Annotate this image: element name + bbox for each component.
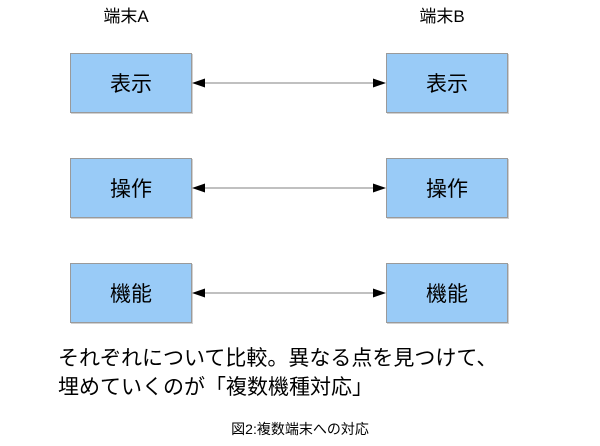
box-terminal-b-display: 表示	[386, 53, 508, 113]
figure-caption: 図2:複数端末への対応	[231, 421, 369, 437]
box-label: 機能	[426, 283, 468, 306]
box-label: 操作	[110, 178, 152, 201]
bidirectional-arrow-icon	[192, 183, 386, 193]
box-terminal-a-function: 機能	[70, 263, 192, 323]
box-label: 機能	[110, 283, 152, 306]
box-terminal-a-display: 表示	[70, 53, 192, 113]
bidirectional-arrow-icon	[192, 288, 386, 298]
column-header-terminal-b: 端末B	[419, 7, 465, 26]
description-line-2: 埋めていくのが「複数機種対応」	[58, 376, 373, 399]
column-header-terminal-a: 端末A	[103, 7, 149, 26]
box-label: 表示	[426, 73, 468, 96]
description-line-1: それぞれについて比較。異なる点を見つけて、	[58, 347, 498, 370]
bidirectional-arrow-icon	[192, 78, 386, 88]
box-terminal-a-operation: 操作	[70, 158, 192, 218]
description-text: それぞれについて比較。異なる点を見つけて、 埋めていくのが「複数機種対応」	[58, 344, 497, 402]
box-terminal-b-operation: 操作	[386, 158, 508, 218]
box-label: 表示	[110, 73, 152, 96]
box-label: 操作	[426, 178, 468, 201]
box-terminal-b-function: 機能	[386, 263, 508, 323]
